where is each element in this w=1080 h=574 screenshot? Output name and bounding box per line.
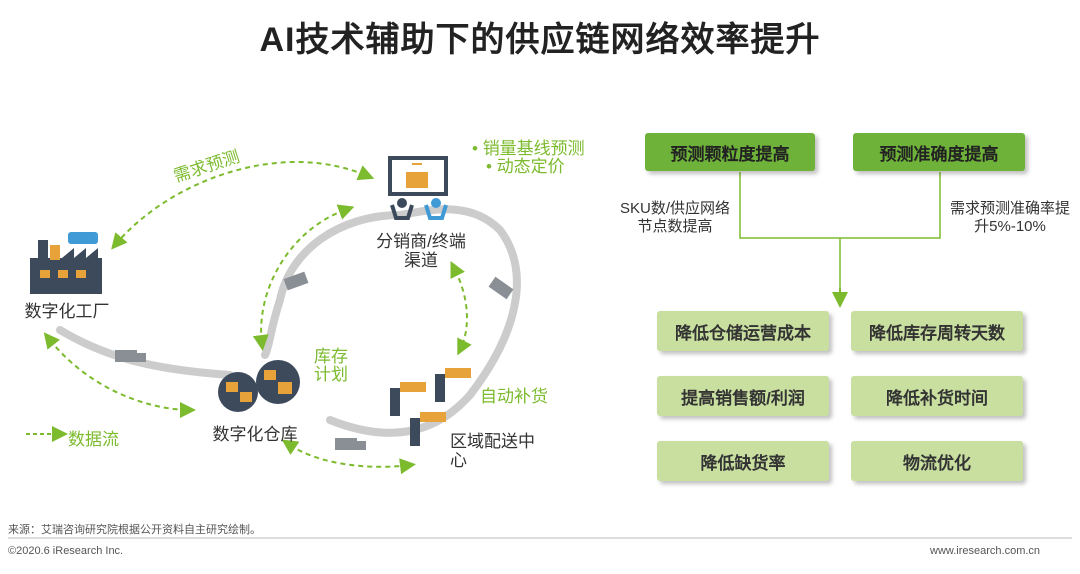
factory-label: 数字化工厂 (24, 302, 110, 321)
result-box: 降低库存周转天数 (851, 311, 1023, 351)
distributor-icon (388, 156, 448, 196)
auto-replenish-label: 自动补货 (480, 387, 548, 406)
inventory-plan-label: 库存计划 (314, 347, 348, 384)
people-icon (390, 198, 448, 220)
bullet-item: • 动态定价 (486, 157, 565, 176)
result-box: 提高销售额/利润 (657, 376, 829, 416)
demand-forecast-arrow (111, 161, 375, 250)
regional-center-label: 区域配送中心 (450, 432, 535, 470)
factory-warehouse-arrow (43, 332, 196, 418)
distributor-label: 分销商/终端渠道 (376, 232, 466, 270)
result-box: 降低缺货率 (657, 441, 829, 481)
result-box: 降低补货时间 (851, 376, 1023, 416)
page-title: AI技术辅助下的供应链网络效率提升 (259, 21, 821, 59)
auto-replenish-arrow (450, 261, 472, 356)
website: www.iresearch.com.cn (930, 545, 1041, 557)
data-flow-legend: 数据流 (68, 430, 119, 449)
right-connector (739, 172, 941, 300)
truck-icon (115, 271, 514, 450)
result-box: 降低仓储运营成本 (657, 311, 829, 351)
warehouse-center-arrow (281, 439, 416, 475)
bullet-list: • 销量基线预测 • 动态定价 (472, 140, 585, 176)
source-note: 来源：艾瑞咨询研究院根据公开资料自主研究绘制。 (8, 524, 261, 536)
sku-note: SKU数/供应网络节点数提高 (619, 200, 730, 235)
result-box: 物流优化 (851, 441, 1023, 481)
bullet-item: • 销量基线预测 (472, 139, 585, 158)
copyright: ©2020.6 iResearch Inc. (8, 545, 124, 557)
warehouse-icon (218, 360, 300, 412)
accuracy-note: 需求预测准确率提升5%-10% (949, 200, 1070, 235)
accuracy-box: 预测准确度提高 (853, 133, 1025, 171)
warehouse-label: 数字化仓库 (212, 425, 298, 444)
inventory-arrow (252, 204, 355, 351)
conveyor-icon (390, 368, 471, 446)
factory-icon (30, 232, 102, 294)
granularity-box: 预测颗粒度提高 (645, 133, 815, 171)
